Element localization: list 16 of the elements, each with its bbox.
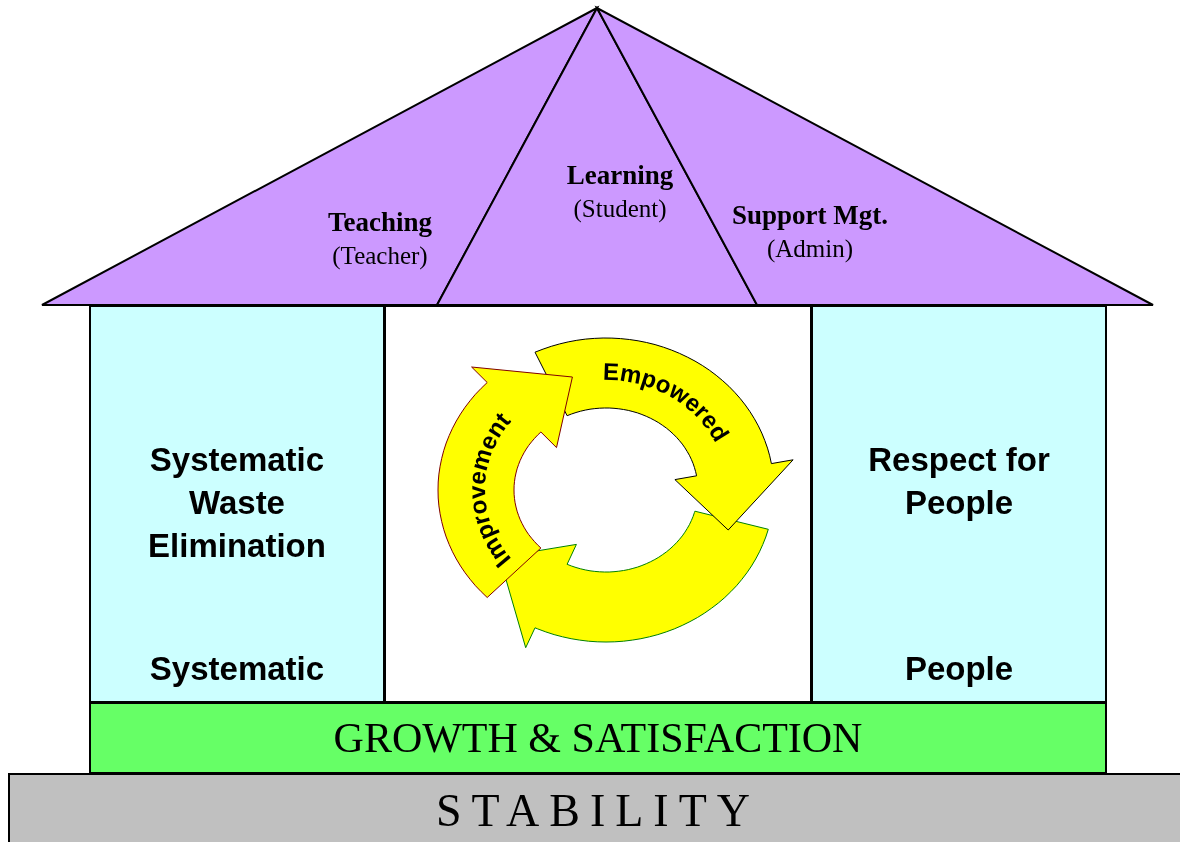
roof-subtitle: (Teacher) [331,241,429,272]
pillar-box [811,305,1107,703]
roof-heading: Learning [565,159,675,192]
pillar-box [89,305,385,703]
band-text: STABILITY [436,784,760,837]
band-text: GROWTH & SATISFACTION [333,714,863,762]
roof-subtitle: (Admin) [765,234,855,265]
roof-subtitle: (Student) [572,194,668,225]
pillar-text: Systematic [149,649,325,690]
roof-heading: Support Mgt. [731,199,889,232]
pillar-text: Systematic Waste Elimination [147,440,327,566]
pillar-text: People [904,649,1014,690]
roof-heading: Teaching [326,206,433,239]
beam-band [89,702,1107,774]
foundation-band [8,773,1180,842]
pillar-text: Respect for People [867,440,1051,523]
